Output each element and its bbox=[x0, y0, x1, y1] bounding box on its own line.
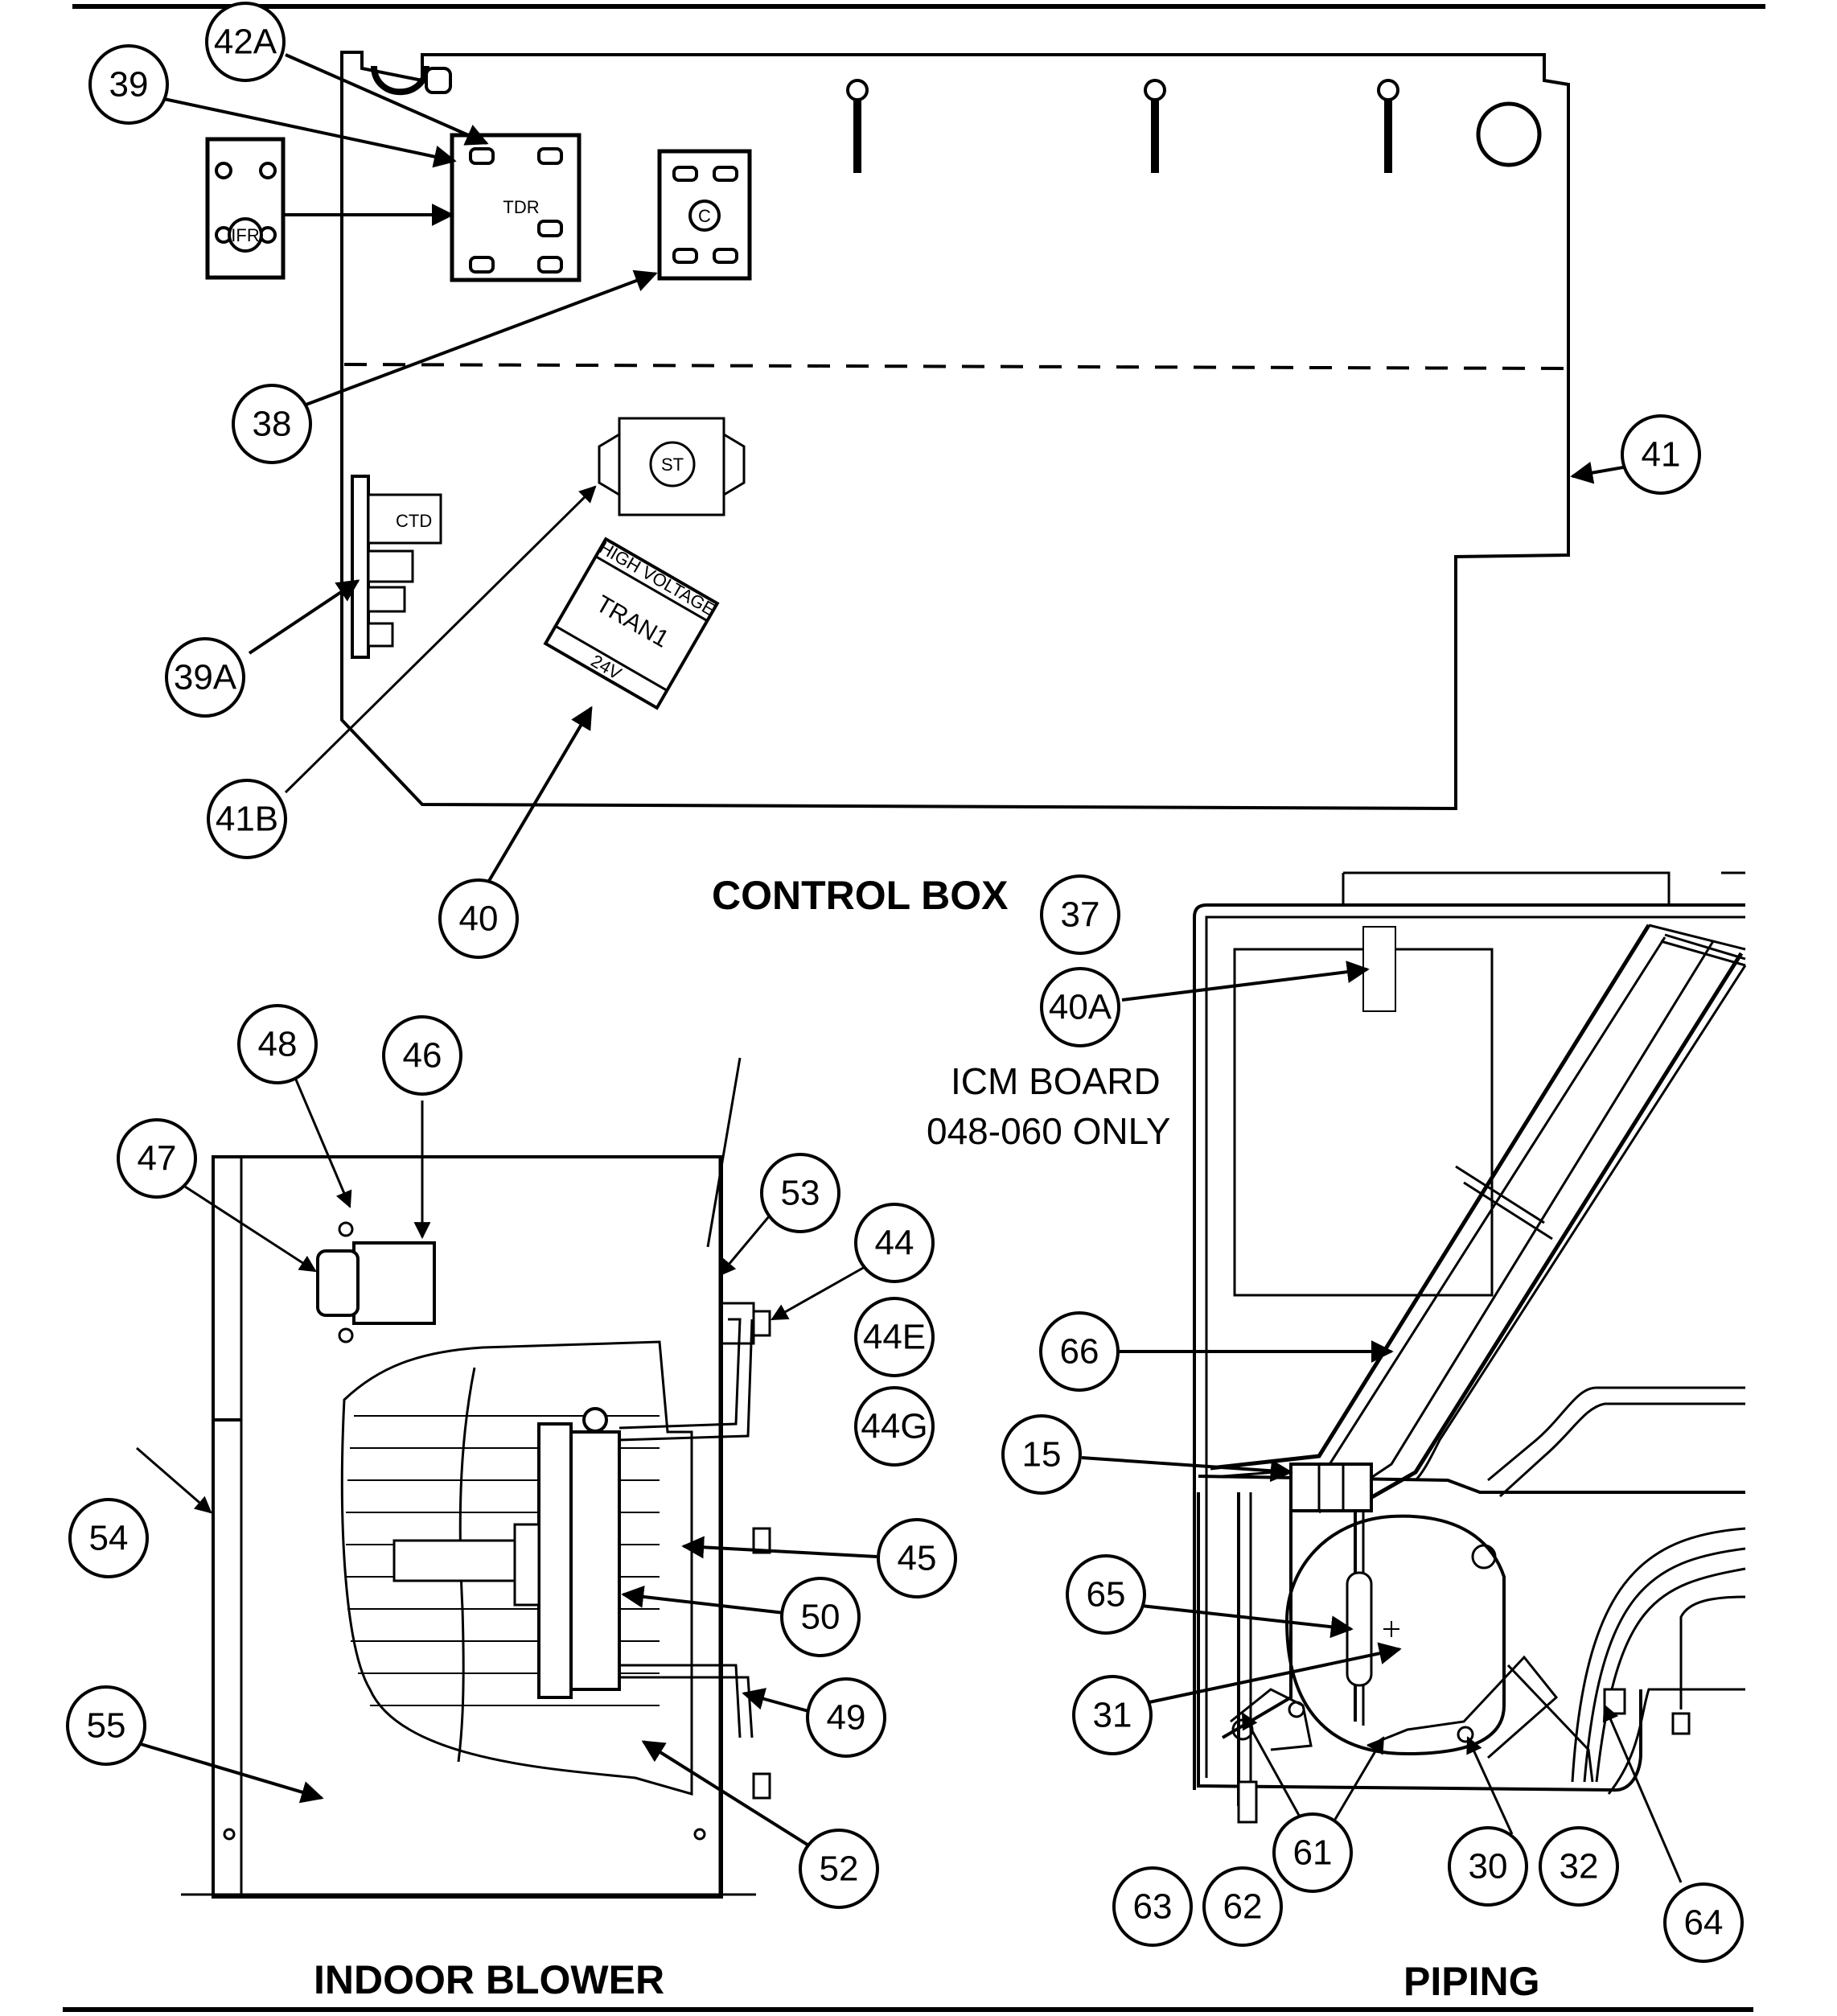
transformer: HIGH VOLTAGE TRAN1 24V bbox=[543, 537, 720, 710]
callout-38: 38 bbox=[232, 384, 312, 464]
svg-text:44E: 44E bbox=[863, 1318, 926, 1357]
callout-63: 63 bbox=[1112, 1866, 1193, 1947]
control-box-heading: CONTROL BOX bbox=[712, 873, 1009, 918]
svg-text:40: 40 bbox=[459, 899, 499, 939]
callout-44g: 44G bbox=[854, 1386, 935, 1467]
callout-46: 46 bbox=[382, 1015, 462, 1096]
indoor-blower-assembly bbox=[181, 1057, 771, 1899]
callout-62: 62 bbox=[1202, 1866, 1283, 1947]
ctd-device: CTD bbox=[351, 475, 442, 659]
icm-board-note: ICM BOARD bbox=[951, 1060, 1161, 1102]
callout-53: 53 bbox=[760, 1153, 840, 1233]
callout-45: 45 bbox=[877, 1518, 957, 1598]
svg-text:31: 31 bbox=[1093, 1696, 1132, 1735]
svg-text:45: 45 bbox=[898, 1539, 937, 1578]
callout-65: 65 bbox=[1066, 1554, 1146, 1635]
callout-41: 41 bbox=[1621, 414, 1701, 495]
svg-text:44G: 44G bbox=[861, 1407, 927, 1446]
svg-text:32: 32 bbox=[1560, 1847, 1599, 1886]
wire-loop bbox=[371, 65, 429, 96]
svg-text:62: 62 bbox=[1223, 1887, 1263, 1927]
callout-32: 32 bbox=[1539, 1826, 1619, 1907]
svg-text:40A: 40A bbox=[1049, 988, 1112, 1027]
svg-text:65: 65 bbox=[1087, 1575, 1126, 1615]
svg-text:41: 41 bbox=[1642, 435, 1681, 475]
indoor-blower-heading: INDOOR BLOWER bbox=[314, 1957, 664, 2002]
ifr-relay: IFR bbox=[205, 137, 286, 280]
svg-text:15: 15 bbox=[1022, 1435, 1062, 1475]
svg-text:53: 53 bbox=[781, 1174, 820, 1213]
svg-text:55: 55 bbox=[87, 1706, 126, 1746]
svg-text:66: 66 bbox=[1060, 1332, 1099, 1372]
callout-52: 52 bbox=[799, 1829, 879, 1909]
svg-text:41B: 41B bbox=[216, 800, 278, 839]
callout-47: 47 bbox=[117, 1118, 197, 1199]
callout-61: 61 bbox=[1272, 1812, 1353, 1893]
tdr-label: TDR bbox=[503, 197, 539, 217]
callout-49: 49 bbox=[806, 1677, 886, 1758]
ifr-label: IFR bbox=[231, 225, 259, 245]
control-box-panel bbox=[340, 51, 1570, 811]
svg-text:46: 46 bbox=[403, 1036, 442, 1076]
callout-39: 39 bbox=[88, 44, 169, 125]
svg-text:42A: 42A bbox=[214, 23, 277, 62]
callout-44e: 44E bbox=[854, 1297, 935, 1377]
svg-text:48: 48 bbox=[258, 1025, 298, 1064]
svg-text:39: 39 bbox=[109, 65, 149, 105]
callout-66: 66 bbox=[1039, 1311, 1120, 1392]
contactor-label: C bbox=[698, 206, 711, 226]
svg-text:52: 52 bbox=[820, 1849, 859, 1889]
callout-48: 48 bbox=[237, 1004, 318, 1084]
callout-42a: 42A bbox=[205, 2, 286, 82]
knockout-hole bbox=[1476, 101, 1542, 167]
callout-30: 30 bbox=[1448, 1826, 1528, 1907]
svg-text:64: 64 bbox=[1684, 1903, 1724, 1943]
ctd-label: CTD bbox=[396, 511, 432, 531]
callout-37: 37 bbox=[1040, 874, 1120, 955]
callout-40: 40 bbox=[438, 878, 519, 959]
svg-text:54: 54 bbox=[89, 1519, 129, 1558]
callout-64: 64 bbox=[1663, 1882, 1744, 1963]
callout-31: 31 bbox=[1072, 1675, 1153, 1755]
svg-text:39A: 39A bbox=[174, 658, 237, 697]
svg-text:38: 38 bbox=[253, 405, 292, 444]
svg-text:30: 30 bbox=[1469, 1847, 1508, 1886]
tdr-time-delay-relay: TDR bbox=[450, 133, 582, 282]
svg-text:44: 44 bbox=[875, 1224, 914, 1263]
fold-line bbox=[343, 363, 1568, 370]
svg-text:63: 63 bbox=[1133, 1887, 1173, 1927]
callout-50: 50 bbox=[780, 1577, 861, 1657]
st-label: ST bbox=[661, 455, 684, 475]
callout-44: 44 bbox=[854, 1203, 935, 1283]
contactor: C bbox=[657, 149, 752, 281]
callout-41b: 41B bbox=[207, 779, 287, 859]
svg-text:61: 61 bbox=[1293, 1833, 1333, 1873]
svg-text:49: 49 bbox=[827, 1698, 866, 1738]
callout-15: 15 bbox=[1001, 1414, 1082, 1495]
icm-board-model-note: 048-060 ONLY bbox=[927, 1110, 1170, 1152]
cable-ties bbox=[846, 79, 1399, 173]
callout-54: 54 bbox=[68, 1498, 149, 1578]
callout-39a: 39A bbox=[165, 637, 245, 718]
svg-text:50: 50 bbox=[801, 1598, 840, 1637]
svg-text:47: 47 bbox=[138, 1139, 177, 1179]
callout-55: 55 bbox=[66, 1685, 146, 1766]
svg-text:37: 37 bbox=[1061, 895, 1100, 935]
piping-heading: PIPING bbox=[1403, 1959, 1539, 2004]
start-thermistor: ST bbox=[598, 417, 746, 516]
piping-assembly bbox=[1193, 871, 1747, 1824]
callout-40a: 40A bbox=[1040, 967, 1120, 1047]
